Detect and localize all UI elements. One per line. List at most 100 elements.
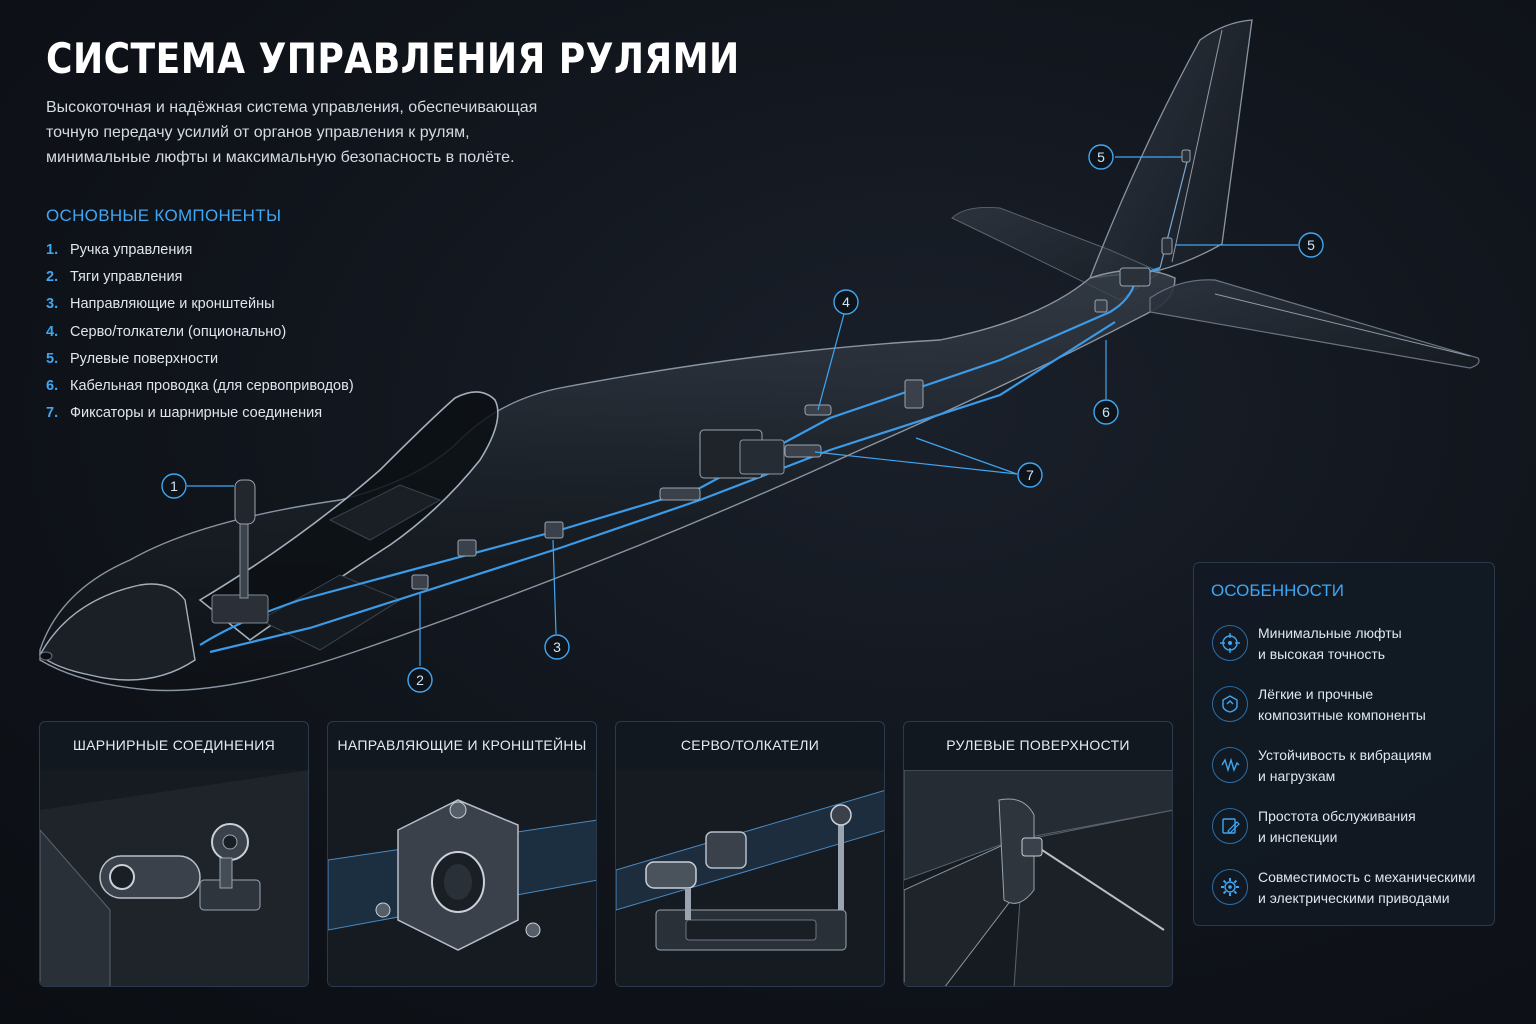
stabilizer-hinge-line (1214, 293, 1471, 357)
callout-number: 3 (553, 639, 561, 655)
nose-tip (39, 651, 53, 661)
leader-line (915, 437, 1018, 475)
page-subtitle: Высокоточная и надёжная система управлен… (46, 95, 586, 170)
tail-linkage (1119, 149, 1191, 287)
bracket (544, 521, 564, 539)
component-label: Кабельная проводка (для сервоприводов) (70, 378, 354, 395)
bracket (457, 539, 477, 557)
callout-number: 2 (416, 672, 424, 688)
component-item: 3.Направляющие и кронштейны (46, 291, 354, 318)
callout-2: 2 (407, 667, 433, 693)
feature-item: Лёгкие и прочные композитные компоненты (1212, 684, 1482, 732)
components-title: ОСНОВНЫЕ КОМПОНЕНТЫ (46, 206, 282, 225)
feature-text: Устойчивость к вибрациям и нагрузкам (1258, 745, 1488, 787)
component-item: 5.Рулевые поверхности (46, 345, 354, 372)
panel-title: РУЛЕВЫЕ ПОВЕРХНОСТИ (946, 737, 1130, 753)
feature-item: Минимальные люфты и высокая точность (1212, 623, 1482, 671)
servo-linkage (659, 487, 701, 501)
bracket (904, 379, 924, 409)
component-number: 5. (46, 350, 59, 367)
tail-horn (1181, 149, 1191, 163)
components-list: 1.Ручка управления 2. Тяги управления 3.Н… (46, 236, 354, 427)
component-item: 4.Серво/толкатели (опционально) (46, 318, 354, 345)
feature-line: Простота обслуживания (1258, 808, 1416, 824)
callout-6: 6 (1093, 399, 1119, 425)
fin-hinge-line (1171, 29, 1223, 263)
page-title: СИСТЕМА УПРАВЛЕНИЯ РУЛЯМИ (46, 34, 740, 83)
leader-line (552, 539, 557, 635)
detail-panel-hinges: ШАРНИРНЫЕ СОЕДИНЕНИЯ (39, 721, 309, 987)
callout-7: 7 (1017, 462, 1043, 488)
feature-text: Совместимость с механическими и электрич… (1258, 867, 1488, 909)
layers-shield-icon (1212, 686, 1248, 722)
tail-horn (1119, 267, 1151, 287)
component-number: 7. (46, 405, 59, 422)
feature-line: композитные компоненты (1258, 707, 1426, 723)
stick-base (211, 594, 269, 624)
control-rod-lower (209, 321, 1116, 654)
component-number: 3. (46, 296, 59, 313)
feature-line: и инспекции (1258, 829, 1338, 845)
callout-number: 4 (842, 294, 850, 310)
feature-text: Лёгкие и прочные композитные компоненты (1258, 684, 1488, 726)
detail-panel-guides: НАПРАВЛЯЮЩИЕ И КРОНШТЕЙНЫ (327, 721, 597, 987)
feature-line: Лёгкие и прочные (1258, 686, 1374, 702)
callout-leaders (187, 156, 1298, 666)
component-item: 1.Ручка управления (46, 236, 354, 263)
component-item: 2. Тяги управления (46, 263, 354, 290)
component-number: 2. (46, 268, 59, 285)
feature-line: Минимальные люфты (1258, 625, 1402, 641)
tail-horn (1161, 237, 1173, 255)
component-number: 1. (46, 241, 59, 258)
callout-4: 4 (833, 289, 859, 315)
component-item: 6. Кабельная проводка (для сервоприводов) (46, 372, 354, 399)
guide-bracket-illustration (328, 770, 596, 986)
cockpit-seat (328, 484, 442, 541)
feature-line: Устойчивость к вибрациям (1258, 747, 1432, 763)
callout-number: 5 (1097, 149, 1105, 165)
gear-icon (1212, 869, 1248, 905)
right-stabilizer (1149, 279, 1480, 369)
subtitle-line: Высокоточная и надёжная система управлен… (46, 99, 538, 116)
callout-5-fin: 5 (1088, 144, 1114, 170)
servo-pushrod-illustration (616, 770, 884, 986)
callout-3: 3 (544, 634, 570, 660)
callout-number: 1 (170, 478, 178, 494)
callout-number: 5 (1307, 237, 1315, 253)
control-surface-illustration (904, 770, 1172, 986)
stick-grip (234, 479, 256, 525)
feature-item: Совместимость с механическими и электрич… (1212, 867, 1482, 915)
feature-line: и электрическими приводами (1258, 890, 1450, 906)
control-stick (211, 479, 269, 624)
panel-title: НАПРАВЛЯЮЩИЕ И КРОНШТЕЙНЫ (337, 737, 587, 753)
servo-assembly (659, 404, 832, 501)
wrench-doc-icon (1212, 808, 1248, 844)
features-title: ОСОБЕННОСТИ (1211, 581, 1344, 600)
bracket (411, 574, 429, 590)
component-number: 4. (46, 323, 59, 340)
target-icon (1212, 625, 1248, 661)
detail-panel-servo: СЕРВО/ТОЛКАТЕЛИ (615, 721, 885, 987)
vertical-fin (1089, 19, 1253, 279)
feature-line: и высокая точность (1258, 646, 1386, 662)
subtitle-line: минимальные люфты и максимальную безопас… (46, 149, 515, 166)
callout-5-stabilizer: 5 (1298, 232, 1324, 258)
nose-cone (39, 583, 196, 681)
stick-shaft (239, 519, 249, 599)
vibration-icon (1212, 747, 1248, 783)
detail-panel-surfaces: РУЛЕВЫЕ ПОВЕРХНОСТИ (903, 721, 1173, 987)
features-box: ОСОБЕННОСТИ Минимальные люфты и высокая … (1193, 562, 1495, 926)
feature-line: Совместимость с механическими (1258, 869, 1476, 885)
leader-line (814, 451, 1018, 475)
rod-brackets (411, 299, 1108, 590)
component-number: 6. (46, 378, 59, 395)
callout-number: 7 (1026, 467, 1034, 483)
panel-title: СЕРВО/ТОЛКАТЕЛИ (680, 737, 820, 753)
feature-line: и нагрузкам (1258, 768, 1336, 784)
component-label: Фиксаторы и шарнирные соединения (70, 405, 323, 422)
subtitle-line: точную передачу усилий от органов управл… (46, 124, 470, 141)
leader-line (817, 313, 845, 411)
hinge-illustration (40, 770, 308, 986)
component-label: Тяги управления (70, 268, 183, 285)
